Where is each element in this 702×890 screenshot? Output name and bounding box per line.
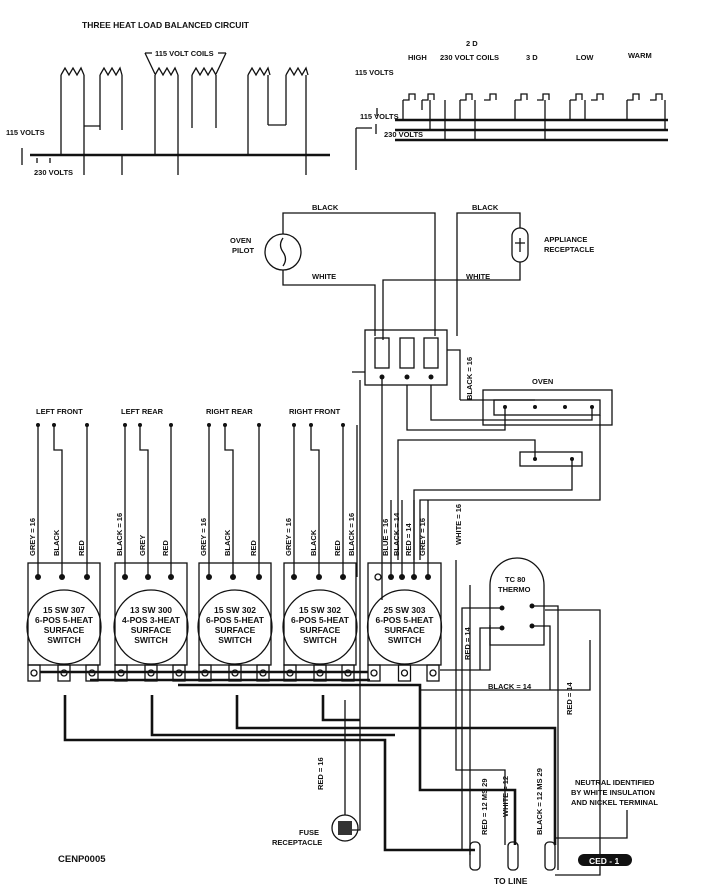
wire-black-label: BLACK: [472, 203, 499, 212]
switch-label: 6-POS 5-HEAT: [291, 615, 350, 625]
switch-label: 15 SW 302: [299, 605, 341, 615]
warm-label: WARM: [628, 51, 652, 60]
wire-label: GREY = 16: [28, 518, 37, 556]
switch-label: 4-POS 3-HEAT: [122, 615, 181, 625]
fuse-receptacle: RED = 16 FUSE RECEPTACLE: [272, 757, 359, 847]
switch-label: SWITCH: [218, 635, 252, 645]
wire-label: RED = 14: [404, 522, 413, 556]
switch-label: 6-POS 5-HEAT: [376, 615, 435, 625]
volts-115-label: 115 VOLTS: [6, 128, 45, 137]
diagram-title: THREE HEAT LOAD BALANCED CIRCUIT: [82, 20, 250, 30]
line-white-label: WHITE = 12: [501, 776, 510, 817]
bus-wiring: WHITE = 16: [40, 380, 601, 876]
line-terminals: RED = 12 MS 29 WHITE = 12 BLACK = 12 MS …: [469, 768, 658, 886]
switch-label: SWITCH: [388, 635, 422, 645]
oven-pilot-and-receptacle: BLACK BLACK WHITE WHITE OVEN PILOT APPLI…: [230, 203, 594, 340]
switch-label: 15 SW 307: [43, 605, 85, 615]
switch-label: 13 SW 300: [130, 605, 172, 615]
terminal-block: BLACK = 16: [352, 329, 474, 600]
wire-label: BLACK: [223, 529, 232, 556]
thermo-label: THERMO: [498, 585, 531, 594]
burner-label: RIGHT REAR: [206, 407, 253, 416]
burner-label: RIGHT FRONT: [289, 407, 341, 416]
wire-label: GREY = 16: [284, 518, 293, 556]
burner-label: LEFT REAR: [121, 407, 164, 416]
volts-115-label: 115 VOLTS: [360, 112, 399, 121]
black-16-label: BLACK = 16: [465, 357, 474, 400]
neutral-note: NEUTRAL IDENTIFIED: [575, 778, 655, 787]
switch-label: SURFACE: [44, 625, 85, 635]
line-red-label: RED = 12 MS 29: [480, 779, 489, 835]
switch-positions-circuit: HIGH 2 D 230 VOLT COILS 3 D LOW WARM 115…: [355, 39, 668, 170]
wire-label: RED: [333, 540, 342, 556]
red-14-label: RED = 14: [565, 681, 574, 715]
3d-label: 3 D: [526, 53, 538, 62]
line-black-label: BLACK = 12 MS 29: [535, 768, 544, 835]
switch-label: SURFACE: [384, 625, 425, 635]
switch-label: SWITCH: [303, 635, 337, 645]
fuse-label: FUSE: [299, 828, 319, 837]
2d-label: 2 D: [466, 39, 478, 48]
thermo-label: TC 80: [505, 575, 525, 584]
coils-label: 115 VOLT COILS: [155, 49, 214, 58]
switch-label: 25 SW 303: [383, 605, 425, 615]
wire-label: RED: [249, 540, 258, 556]
oven-pilot-label: OVEN: [230, 236, 251, 245]
volts-230-label: 230 VOLTS: [34, 168, 73, 177]
red-14-label: RED = 14: [463, 626, 472, 660]
black-14-label: BLACK = 14: [488, 682, 532, 691]
switch-label: 15 SW 302: [214, 605, 256, 615]
wire-label: BLACK = 16: [347, 513, 356, 556]
wire-white-label: WHITE: [312, 272, 336, 281]
wire-label: GREY = 16: [199, 518, 208, 556]
fuse-label: RECEPTACLE: [272, 838, 322, 847]
wire-label: BLACK: [309, 529, 318, 556]
switch-label: 6-POS 5-HEAT: [35, 615, 94, 625]
wire-black-label: BLACK: [312, 203, 339, 212]
wire-label: GREY: [138, 535, 147, 556]
volts-230-label: 230 VOLTS: [384, 130, 423, 139]
wire-label: BLACK = 16: [115, 513, 124, 556]
oven-element: OVEN: [397, 377, 613, 560]
switch-label: SWITCH: [47, 635, 81, 645]
badge-background: [578, 854, 632, 866]
three-heat-circuit: 115 VOLT COILS 115 VOLTS 230 VOLTS: [6, 49, 330, 177]
appliance-receptacle-label: RECEPTACLE: [544, 245, 594, 254]
appliance-receptacle-label: APPLIANCE: [544, 235, 587, 244]
switch-label: SURFACE: [215, 625, 256, 635]
oven-label: OVEN: [532, 377, 553, 386]
neutral-note: BY WHITE INSULATION: [571, 788, 655, 797]
wire-label: BLACK = 14: [392, 512, 401, 556]
figure-badge: CED - 1: [589, 856, 620, 866]
white-16-label: WHITE = 16: [454, 504, 463, 545]
wire-white-label: WHITE: [466, 272, 490, 281]
wire-label: GREY = 16: [418, 518, 427, 556]
to-line-label: TO LINE: [494, 876, 528, 886]
wire-label: BLACK: [52, 529, 61, 556]
burner-label: LEFT FRONT: [36, 407, 83, 416]
switch-label: SURFACE: [131, 625, 172, 635]
switch-label: SURFACE: [300, 625, 341, 635]
230-volt-coils-label: 230 VOLT COILS: [440, 53, 499, 62]
wire-label: RED: [77, 540, 86, 556]
wire-label: RED: [161, 540, 170, 556]
neutral-note: AND NICKEL TERMINAL: [571, 798, 658, 807]
high-label: HIGH: [408, 53, 427, 62]
switch-label: 6-POS 5-HEAT: [206, 615, 265, 625]
figure-id: CENP0005: [58, 854, 106, 865]
red-16-label: RED = 16: [316, 757, 325, 790]
switch-label: SWITCH: [134, 635, 168, 645]
wire-label: BLUE = 16: [381, 519, 390, 556]
thermostat: TC 80 THERMO RED = 14 BLACK = 14 RED = 1…: [461, 557, 574, 870]
oven-pilot-label: PILOT: [232, 246, 255, 255]
volts-115-top-label: 115 VOLTS: [355, 68, 394, 77]
low-label: LOW: [576, 53, 594, 62]
